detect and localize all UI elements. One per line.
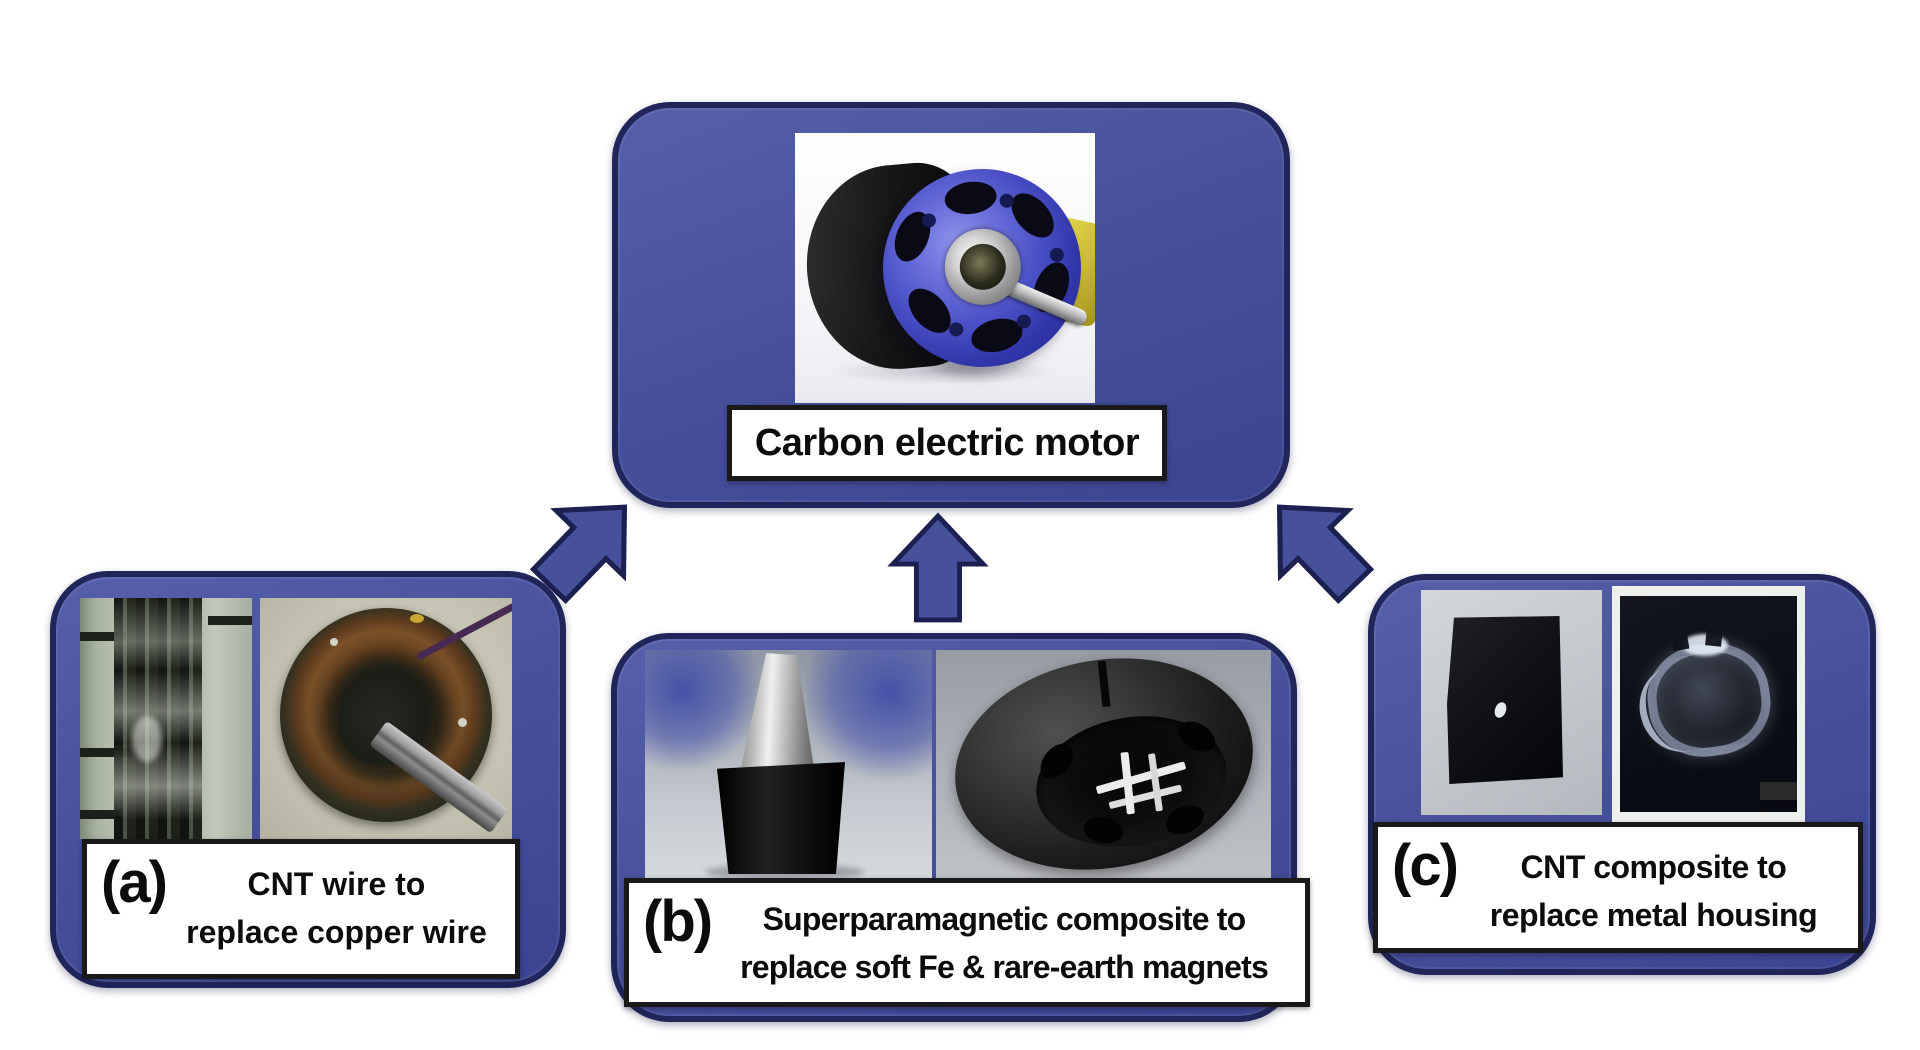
rotor-tooth	[1161, 799, 1209, 841]
label-c-line1: CNT composite to	[1520, 849, 1787, 885]
photo-detail	[807, 650, 932, 785]
label-a: (a) CNT wire to replace copper wire	[82, 839, 520, 979]
label-a-lines: CNT wire to replace copper wire	[166, 860, 507, 956]
photo-detail	[1760, 782, 1797, 800]
transparent-housing-photo	[1612, 586, 1805, 826]
label-b-line2: replace soft Fe & rare-earth magnets	[740, 949, 1269, 985]
rotor-tooth	[1172, 715, 1221, 758]
photo-detail	[80, 632, 126, 641]
photo-detail	[645, 650, 757, 775]
brushless-motor-photo	[795, 133, 1095, 403]
housing-slot	[1705, 627, 1723, 647]
label-b: (b) Superparamagnetic composite to repla…	[624, 878, 1310, 1007]
cnt-composite-sheet-photo	[1421, 590, 1602, 815]
arrow-a-to-center	[529, 504, 628, 604]
rotor-split	[1097, 660, 1111, 708]
label-a-prefix: (a)	[101, 850, 168, 915]
motor-screw-hole	[948, 321, 965, 338]
photo-detail	[330, 638, 338, 646]
center-label-text: Carbon electric motor	[754, 421, 1140, 464]
rotor-pin	[1147, 753, 1163, 812]
photo-detail	[80, 748, 138, 757]
photo-detail	[458, 718, 467, 727]
photo-detail	[208, 616, 252, 625]
arrow-c-to-center	[1276, 504, 1375, 604]
composite-sheet	[1447, 616, 1563, 784]
center-label: Carbon electric motor	[727, 405, 1167, 481]
cnt-wire-ribbon-photo	[80, 598, 252, 839]
composite-cylinder-photo	[645, 650, 932, 878]
photo-background	[1620, 596, 1797, 812]
label-a-line1: CNT wire to	[247, 866, 426, 902]
arrow-b-to-center	[887, 512, 989, 623]
rotor-ring	[938, 650, 1270, 878]
label-c: (c) CNT composite to replace metal housi…	[1373, 822, 1863, 953]
rotor-pin	[1108, 784, 1183, 810]
label-c-prefix: (c)	[1392, 833, 1459, 898]
composite-rotor-photo	[936, 650, 1271, 878]
photo-detail	[410, 614, 424, 623]
motor-vent-hole	[942, 178, 999, 217]
housing-slot	[1670, 630, 1690, 652]
motor-bearing	[956, 240, 1010, 294]
rotor-bore	[1025, 701, 1238, 862]
wound-stator-coil-photo	[260, 598, 512, 839]
label-b-prefix: (b)	[643, 889, 713, 954]
label-c-line2: replace metal housing	[1489, 897, 1818, 933]
label-b-line1: Superparamagnetic composite to	[762, 901, 1247, 937]
composite-cup	[717, 762, 845, 874]
label-b-lines: Superparamagnetic composite to replace s…	[711, 895, 1297, 991]
rotor-tooth	[1033, 737, 1080, 785]
motor-screw-hole	[1048, 246, 1065, 263]
label-c-lines: CNT composite to replace metal housing	[1457, 843, 1850, 939]
photo-detail	[80, 810, 120, 819]
label-a-line2: replace copper wire	[186, 914, 487, 950]
photo-detail	[132, 716, 162, 762]
rotor-tooth	[1081, 813, 1126, 847]
photo-detail	[114, 598, 202, 839]
motor-vent-hole	[1003, 185, 1062, 246]
